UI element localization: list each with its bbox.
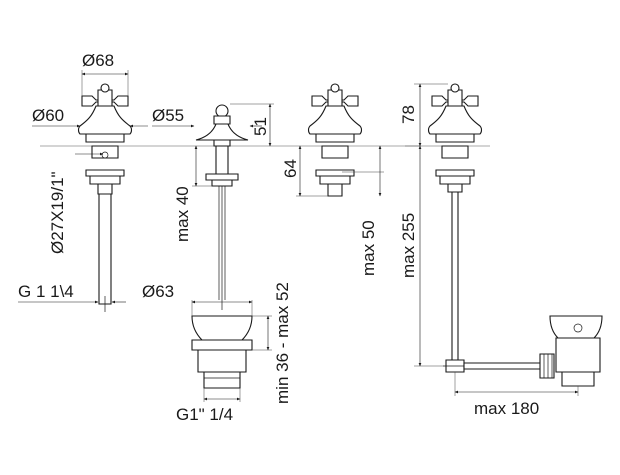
dim-rod-length-label: max 255 [399, 213, 418, 278]
left-tap-unit [77, 83, 133, 312]
dim-drain-range-label: min 36 - max 52 [273, 282, 292, 404]
dim-waste-thread-label: G 1 1\4 [18, 282, 74, 301]
popup-waste-unit [427, 83, 603, 387]
dim-body-diameter-label: Ø60 [32, 106, 64, 125]
popup-drain-cup [549, 315, 603, 339]
dim-spout-height-label: 51 [251, 117, 270, 136]
spout-cap [195, 123, 249, 141]
dim-drain-cup-diameter-label: Ø63 [142, 282, 174, 301]
drain-cup [191, 315, 253, 341]
dim-handle-height-label: 78 [399, 105, 418, 124]
dim-spout-cap-diameter-label: Ø55 [152, 106, 184, 125]
dim-handle-diameter-label: Ø68 [82, 51, 114, 70]
middle-tap-bell-body [307, 105, 363, 135]
dim-tap-max-label: max 50 [359, 220, 378, 276]
dim-tap-shank-label: 64 [281, 159, 300, 178]
lift-rod [451, 191, 459, 361]
dim-mixer-below-deck-label: max 40 [173, 186, 192, 242]
spout-drain-unit [191, 104, 253, 389]
horizontal-linkage [463, 362, 543, 370]
middle-tap-unit [307, 83, 363, 197]
left-tap-bell-body [77, 105, 133, 135]
left-tap-shank [98, 193, 112, 305]
dim-linkage-reach-label: max 180 [474, 399, 539, 418]
dim-shank-thread-label: Ø27X19/1" [48, 171, 67, 254]
dim-drain-thread-label: G1" 1/4 [176, 405, 233, 424]
right-tap-bell-body [427, 105, 483, 135]
